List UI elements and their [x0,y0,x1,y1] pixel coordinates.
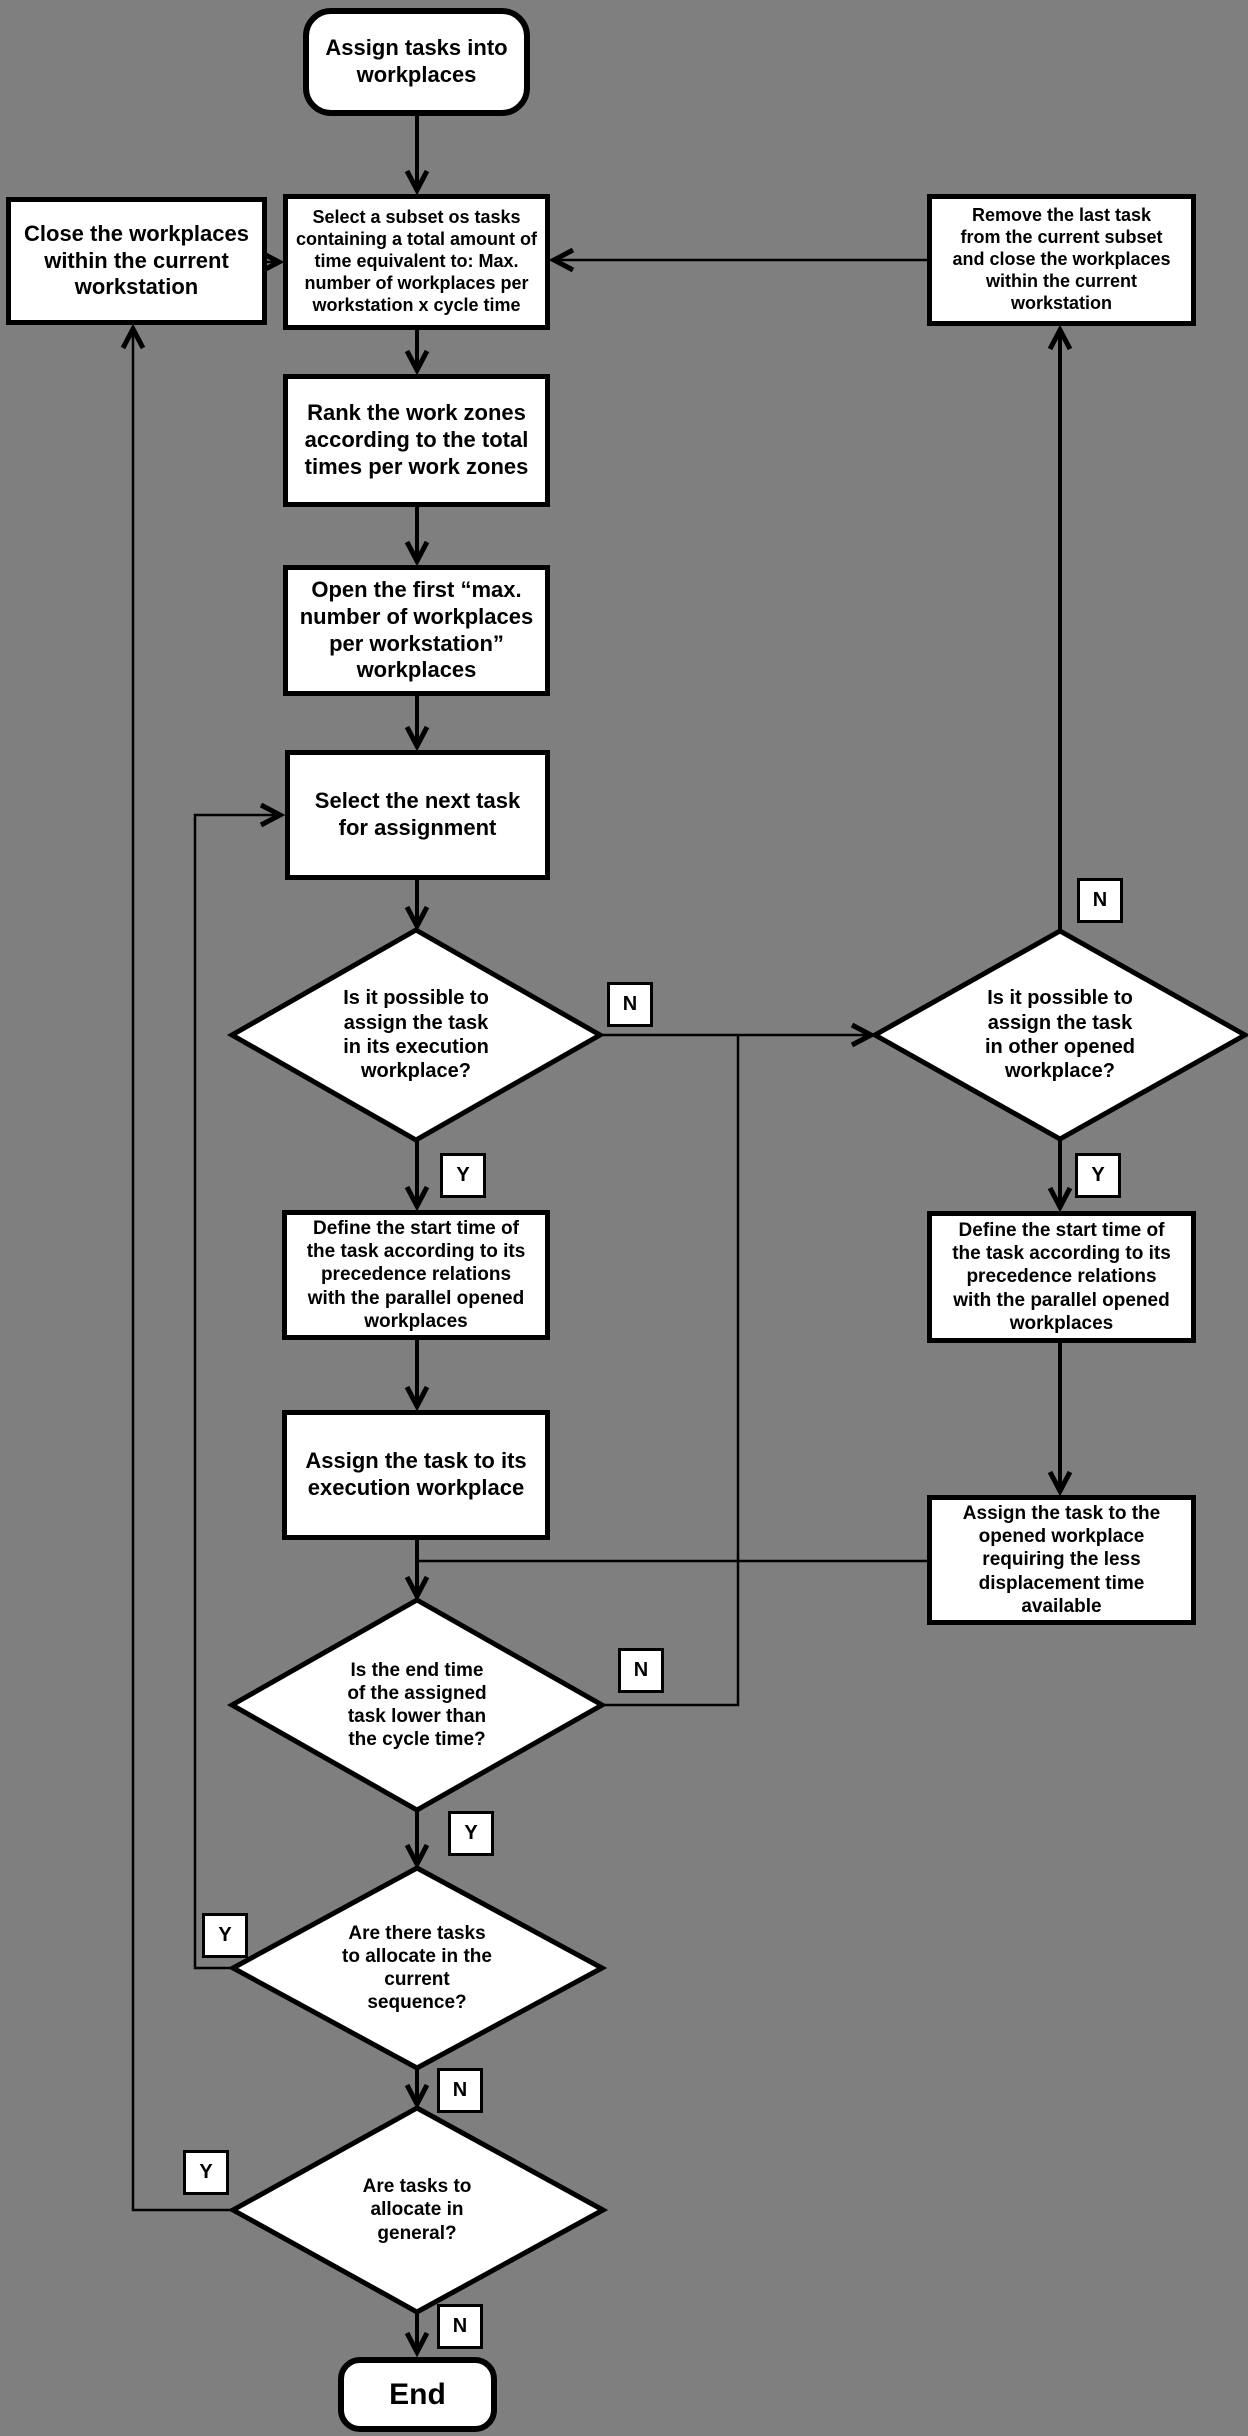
define-start-time-left-node: Define the start time of the task accord… [282,1210,550,1340]
decision-other-workplace-text: Is it possible to assign the task in oth… [985,987,1135,1083]
edge-d4-yes-selectnext [193,802,286,1970]
branch-label-yes-other: Y [1075,1153,1121,1198]
branch-label-yes-execution: Y [440,1153,486,1198]
decision-tasks-sequence-text: Are there tasks to allocate in the curre… [342,1922,492,2014]
edge-d3-no-junction [602,1036,740,1707]
close-workplaces-node: Close the workplaces within the current … [6,197,267,325]
decision-end-time-shape [226,1597,608,1813]
branch-label-no-execution: N [607,982,653,1027]
open-first-workplaces-node: Open the first “max. number of workplace… [283,565,550,696]
select-subset-node: Select a subset os tasks containing a to… [283,194,550,330]
branch-label-yes-endtime: Y [448,1811,494,1856]
decision-other-workplace-shape [869,928,1248,1142]
branch-label-yes-general: Y [183,2150,229,2195]
edge-d5-yes-close [120,323,233,2212]
decision-shapes [226,927,1248,2315]
decision-execution-workplace-shape [226,927,606,1143]
define-start-time-right-node: Define the start time of the task accord… [927,1211,1196,1343]
branch-label-no-endtime: N [618,1648,664,1693]
decision-end-time-text: Is the end time of the assigned task low… [347,1659,487,1751]
assign-opened-workplace-node: Assign the task to the opened workplace … [927,1495,1196,1625]
decision-execution-workplace-text: Is it possible to assign the task in its… [343,987,489,1083]
assign-execution-workplace-node: Assign the task to its execution workpla… [282,1410,550,1540]
flow-arrows [404,115,1073,2358]
decision-tasks-general-text: Are tasks to allocate in general? [362,2176,472,2244]
branch-label-yes-sequence: Y [202,1913,248,1958]
branch-label-no-other: N [1077,878,1123,923]
select-next-task-node: Select the next task for assignment [285,750,550,880]
loop-lines [120,247,927,2212]
remove-last-task-node: Remove the last task from the current su… [927,194,1196,326]
decision-tasks-sequence-shape [227,1865,608,2071]
decision-tasks-general-shape [227,2105,609,2315]
branch-label-no-general: N [437,2304,483,2349]
branch-label-no-sequence: N [437,2068,483,2113]
end-node: End [338,2357,497,2432]
start-node: Assign tasks into workplaces [303,8,530,116]
rank-work-zones-node: Rank the work zones according to the tot… [283,374,550,507]
